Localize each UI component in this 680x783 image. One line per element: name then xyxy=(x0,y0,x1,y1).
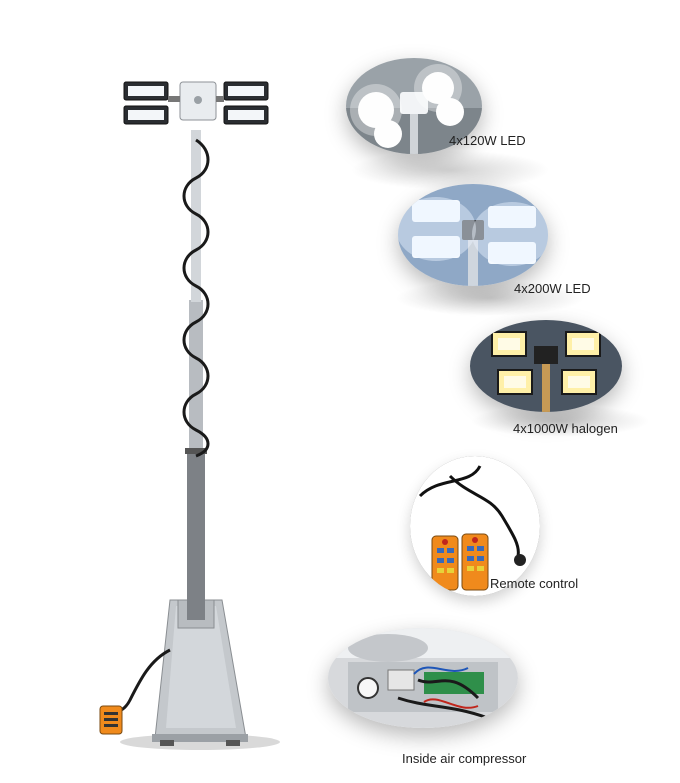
caption-remote-control: Remote control xyxy=(490,576,579,591)
remote-control-image xyxy=(410,456,540,596)
led-120w-image xyxy=(346,58,482,154)
caption-led-200w: 4x200W LED xyxy=(514,281,591,296)
led-200w-image xyxy=(398,184,548,286)
caption-led-120w: 4x120W LED xyxy=(449,133,526,148)
caption-air-compressor: Inside air compressor xyxy=(402,751,527,766)
halogen-1000w-image xyxy=(470,320,622,412)
air-compressor-image xyxy=(328,628,518,728)
caption-halogen-1000w: 4x1000W halogen xyxy=(513,421,618,436)
oval-shadow xyxy=(395,280,585,316)
oval-shadow xyxy=(350,150,550,190)
